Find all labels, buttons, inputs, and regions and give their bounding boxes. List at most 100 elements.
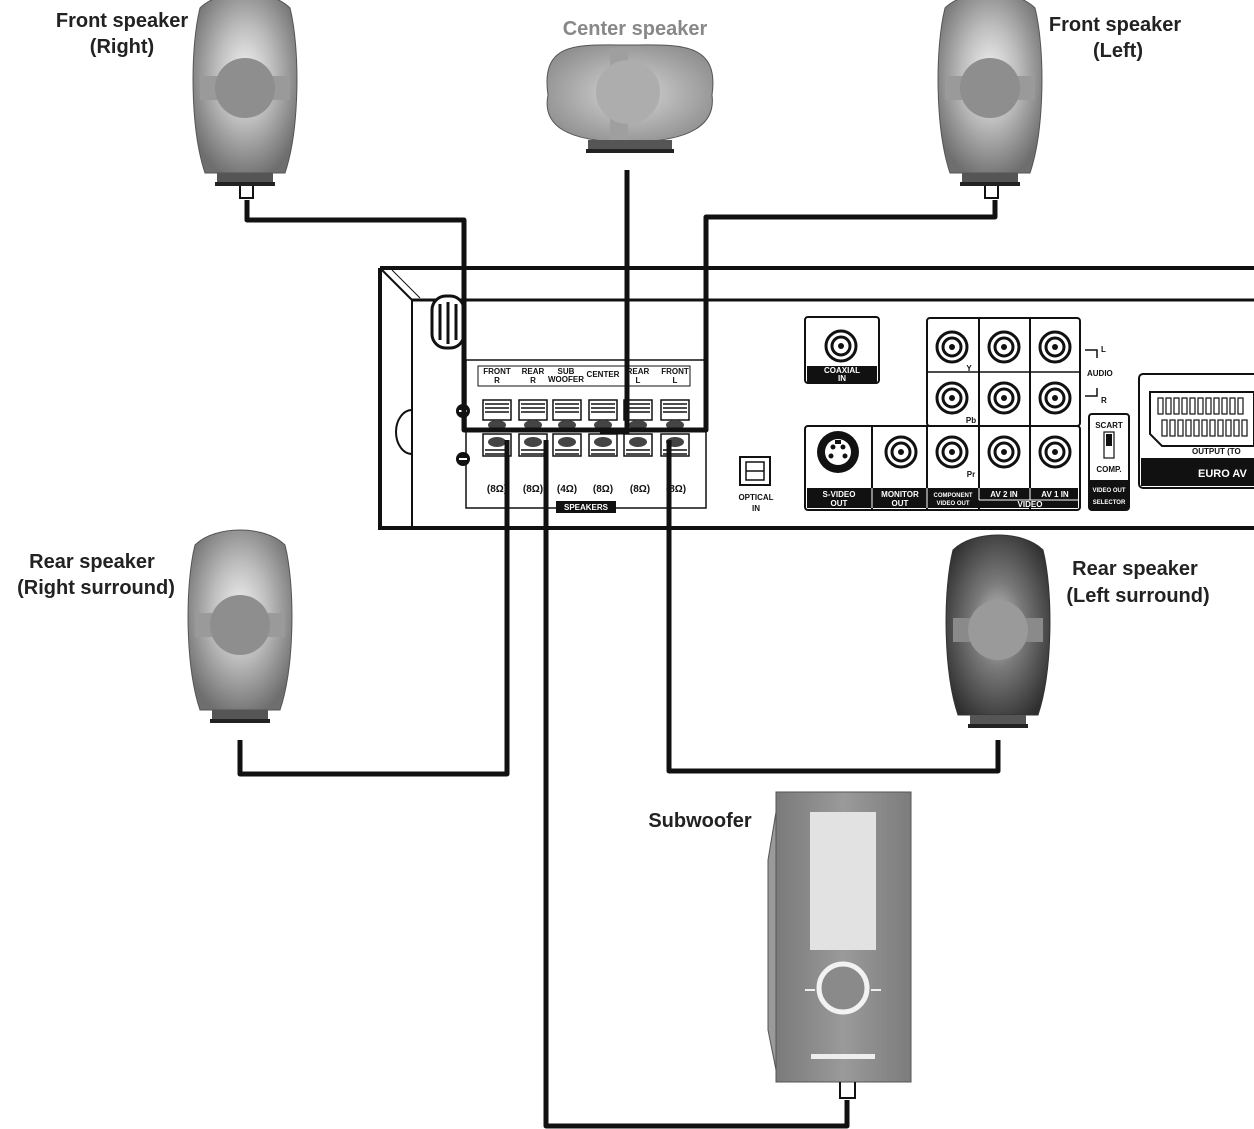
scart-pin — [1157, 397, 1164, 415]
euro-av-scart: OUTPUT (TO EURO AV — [1138, 373, 1254, 489]
selector-label-1: VIDEO OUT — [1092, 488, 1125, 494]
terminal-sub-front-r: R — [494, 376, 500, 385]
subwoofer-unit — [767, 791, 912, 1099]
label-rear-right-1: Rear speaker — [29, 551, 155, 573]
impedance-center: (8Ω) — [593, 484, 613, 495]
scart-pin — [1173, 397, 1180, 415]
av1-audio-l-jack — [1038, 330, 1072, 364]
scart-pin — [1237, 397, 1244, 415]
component-label: COMPONENT — [934, 493, 973, 499]
scart-pin — [1165, 397, 1172, 415]
monitor-out-jack — [884, 435, 918, 469]
scart-pin — [1185, 419, 1192, 437]
label-center: Center speaker — [563, 18, 708, 40]
scart-pin — [1205, 397, 1212, 415]
audio-r-label: R — [1101, 396, 1107, 405]
scart-pin — [1241, 419, 1248, 437]
s-video-label-out: OUT — [831, 499, 848, 508]
label-front-right-1: Front speaker — [56, 10, 188, 32]
speaker-center — [546, 44, 714, 153]
terminal-header-rear-l: REAR — [627, 367, 650, 376]
scart-pin — [1197, 397, 1204, 415]
monitor-label: MONITOR — [881, 490, 919, 499]
scart-pin — [1181, 397, 1188, 415]
label-subwoofer: Subwoofer — [648, 810, 752, 832]
power-cord-clip — [430, 294, 466, 350]
impedance-front-r: (8Ω) — [487, 484, 507, 495]
wire-rear-right — [237, 440, 510, 777]
speaker-rear-right — [187, 529, 293, 724]
video-label: VIDEO — [1018, 500, 1043, 509]
coaxial-label: COAXIAL — [824, 366, 860, 375]
av1-audio-r-jack — [1038, 381, 1072, 415]
video-section: Y Pb Pr S-VIDEO OUT MONITOR OUT COMPONEN… — [804, 317, 1113, 511]
component-label-out: VIDEO OUT — [936, 501, 969, 507]
comp-label: COMP. — [1096, 465, 1121, 474]
speaker-terminal-block: FRONT R REAR R SUB WOOFER CENTER REAR L … — [456, 359, 707, 513]
label-rear-left-2: (Left surround) — [1066, 585, 1209, 607]
terminal-sub-rear-r: R — [530, 376, 536, 385]
label-rear-right-2: (Right surround) — [17, 577, 175, 599]
label-front-left-1: Front speaker — [1049, 14, 1181, 36]
optical-label-in: IN — [752, 504, 760, 513]
av2-audio-l-jack — [987, 330, 1021, 364]
impedance-front-l: (8Ω) — [666, 484, 686, 495]
scart-pin — [1213, 397, 1220, 415]
optical-in-jack: OPTICAL IN — [738, 456, 774, 513]
terminal-header-front-r: FRONT — [483, 367, 511, 376]
impedance-subwoofer: (4Ω) — [557, 484, 577, 495]
optical-label: OPTICAL — [738, 493, 773, 502]
coaxial-label-in: IN — [838, 374, 846, 383]
speakers-group-label: SPEAKERS — [564, 503, 609, 512]
terminal-sub-subwoofer: WOOFER — [548, 375, 584, 384]
scart-pin — [1221, 397, 1228, 415]
component-y-jack — [935, 330, 969, 364]
av1-video-jack — [1038, 435, 1072, 469]
label-front-left-2: (Left) — [1093, 40, 1143, 62]
wire-rear-left — [666, 440, 1001, 774]
av1-label: AV 1 IN — [1041, 490, 1069, 499]
av2-audio-r-jack — [987, 381, 1021, 415]
wire-subwoofer — [543, 440, 850, 1129]
speaker-front-right — [192, 0, 298, 199]
impedance-rear-r: (8Ω) — [523, 484, 543, 495]
impedance-rear-l: (8Ω) — [630, 484, 650, 495]
y-label: Y — [966, 364, 972, 373]
scart-pin — [1225, 419, 1232, 437]
pr-label: Pr — [967, 470, 975, 479]
speaker-rear-left — [945, 534, 1051, 729]
scart-pin — [1229, 397, 1236, 415]
scart-pin — [1217, 419, 1224, 437]
scart-pin — [1177, 419, 1184, 437]
audio-l-label: L — [1101, 345, 1106, 354]
video-out-selector: SCART COMP. VIDEO OUT SELECTOR — [1088, 413, 1130, 511]
scart-pin — [1189, 397, 1196, 415]
terminal-sub-rear-l: L — [636, 376, 641, 385]
scart-pin — [1193, 419, 1200, 437]
coaxial-in-jack: COAXIAL IN — [804, 316, 880, 384]
terminal-header-center: CENTER — [587, 370, 620, 379]
terminal-sub-front-l: L — [673, 376, 678, 385]
terminal-header-front-l: FRONT — [661, 367, 689, 376]
scart-pin — [1201, 419, 1208, 437]
av2-video-jack — [987, 435, 1021, 469]
terminal-header-rear-r: REAR — [522, 367, 545, 376]
monitor-label-out: OUT — [892, 499, 909, 508]
scart-pin — [1161, 419, 1168, 437]
scart-label: SCART — [1095, 421, 1123, 430]
pb-label: Pb — [966, 416, 976, 425]
euro-av-label: EURO AV — [1198, 468, 1248, 480]
selector-label-2: SELECTOR — [1093, 500, 1126, 506]
component-pr-jack — [935, 435, 969, 469]
speaker-wires — [237, 170, 1001, 1129]
wire-front-right — [244, 200, 502, 433]
selector-switch-icon — [1106, 434, 1112, 446]
label-front-right-2: (Right) — [90, 36, 154, 58]
speaker-front-left — [937, 0, 1043, 199]
euro-output-label: OUTPUT (TO — [1192, 447, 1241, 456]
receiver-back-panel: FRONT R REAR R SUB WOOFER CENTER REAR L … — [378, 266, 1254, 530]
s-video-jack — [817, 431, 859, 473]
audio-label: AUDIO — [1087, 369, 1113, 378]
scart-pin — [1209, 419, 1216, 437]
